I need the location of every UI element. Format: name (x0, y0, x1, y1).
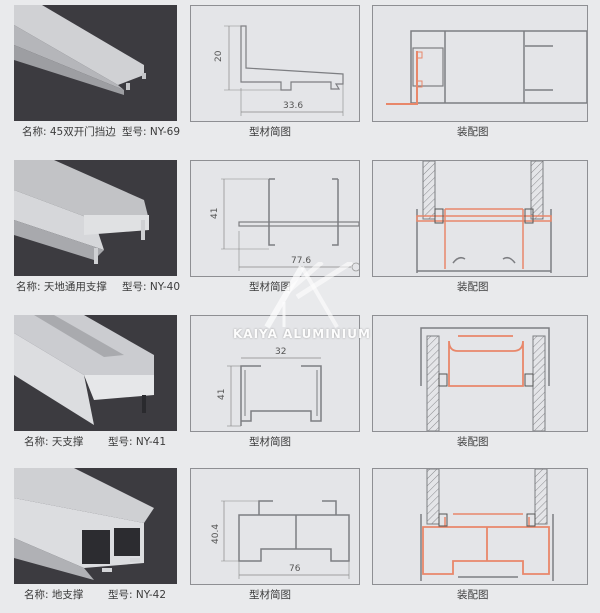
product-model: 型号: NY-41 (108, 436, 167, 448)
svg-text:33.6: 33.6 (283, 101, 303, 111)
svg-text:32: 32 (275, 347, 286, 357)
product-photo (14, 5, 177, 121)
product-photo (14, 160, 177, 276)
product-row-ny69: 20 33.6 名称: 45双开门挡边 型号: NY-69 型材简图 装配图 (0, 0, 600, 150)
product-row-ny42: 40.4 76 名称: 地支撑 型号: NY-42 型材简图 装配图 (0, 463, 600, 613)
svg-text:20: 20 (214, 50, 224, 62)
svg-text:76: 76 (289, 564, 301, 574)
svg-text:40.4: 40.4 (211, 524, 221, 544)
profile-drawing-panel: 40.4 76 (190, 468, 360, 585)
assembly-caption: 装配图 (457, 126, 489, 138)
product-photo (14, 315, 177, 431)
profile-caption: 型材简图 (249, 281, 291, 293)
product-row-ny41: 41 32 名称: 天支撑 型号: NY-41 型材简图 装配图 (0, 310, 600, 460)
product-photo (14, 468, 177, 584)
profile-caption: 型材简图 (249, 126, 291, 138)
profile-drawing-panel: 41 32 (190, 315, 360, 432)
assembly-drawing-panel (372, 315, 588, 432)
product-name: 名称: 45双开门挡边 (22, 126, 116, 138)
assembly-drawing-panel (372, 160, 588, 277)
assembly-caption: 装配图 (457, 281, 489, 293)
assembly-caption: 装配图 (457, 436, 489, 448)
profile-caption: 型材简图 (249, 589, 291, 601)
product-model: 型号: NY-42 (108, 589, 167, 601)
profile-caption: 型材简图 (249, 436, 291, 448)
product-name: 名称: 天地通用支撑 (16, 281, 107, 293)
product-row-ny40: 41 77.6 名称: 天地通用支撑 型号: NY-40 型材简图 装配图 (0, 155, 600, 305)
product-name: 名称: 天支撑 (24, 436, 84, 448)
product-name: 名称: 地支撑 (24, 589, 84, 601)
profile-drawing-panel: 20 33.6 (190, 5, 360, 122)
product-model: 型号: NY-40 (122, 281, 181, 293)
assembly-caption: 装配图 (457, 589, 489, 601)
svg-text:41: 41 (217, 389, 227, 400)
profile-drawing-panel: 41 77.6 (190, 160, 360, 277)
svg-text:41: 41 (210, 208, 220, 219)
product-model: 型号: NY-69 (122, 126, 181, 138)
assembly-drawing-panel (372, 468, 588, 585)
svg-text:77.6: 77.6 (291, 256, 311, 266)
assembly-drawing-panel (372, 5, 588, 122)
watermark-text: KAIYA ALUMINIUM (233, 327, 371, 341)
